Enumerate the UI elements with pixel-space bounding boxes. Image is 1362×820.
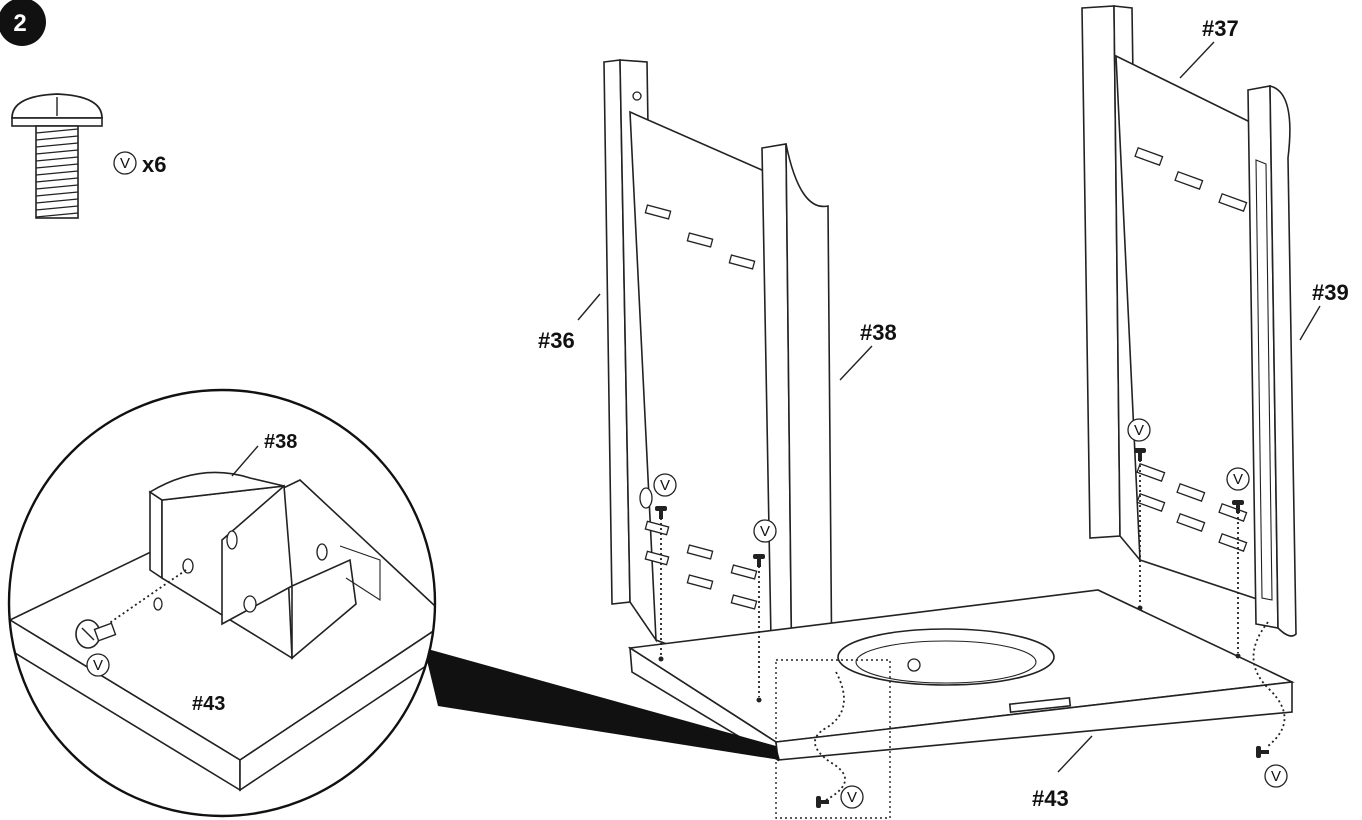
svg-text:V: V: [1134, 422, 1144, 439]
svg-text:V: V: [93, 657, 103, 674]
label-part-36: #36: [538, 293, 601, 353]
detail-magnifier: V #38 #43: [7, 388, 437, 818]
svg-text:V: V: [660, 477, 670, 494]
label-part-39: #39: [1299, 280, 1349, 341]
screw-marker: V: [1226, 467, 1250, 491]
panel-37: [1081, 5, 1261, 602]
panel-39: [1247, 84, 1297, 637]
hardware-callout: V x6: [11, 93, 166, 219]
screw-marker: V: [840, 785, 864, 809]
svg-text:#38: #38: [860, 320, 897, 345]
screw-marker: V: [653, 473, 677, 497]
step-badge: 2: [0, 0, 46, 46]
screw-icon: [11, 93, 103, 219]
svg-text:V: V: [1233, 471, 1243, 488]
screw-paths: [660, 460, 1286, 819]
screw-marker: V: [1264, 764, 1288, 788]
svg-text:#39: #39: [1312, 280, 1349, 305]
svg-text:V: V: [760, 523, 770, 540]
svg-text:#43: #43: [1032, 786, 1069, 811]
svg-text:V: V: [847, 789, 857, 806]
panel-36: [603, 59, 791, 692]
svg-text:#38: #38: [264, 431, 297, 453]
detail-label-part-38: #38: [231, 431, 297, 477]
detail-screw-marker: V: [86, 653, 110, 677]
hardware-code-marker: V: [113, 151, 137, 175]
svg-text:V: V: [1271, 768, 1281, 785]
svg-text:#36: #36: [538, 328, 575, 353]
screw-marker: V: [753, 519, 777, 543]
detail-label-part-43: #43: [192, 693, 225, 715]
svg-text:V: V: [120, 155, 130, 172]
svg-text:#37: #37: [1202, 16, 1239, 41]
base-43: [627, 589, 1295, 762]
screw-glyphs: [655, 448, 1269, 808]
screw-marker: V: [1127, 418, 1151, 442]
detail-screw-icon: [75, 619, 117, 649]
step-number: 2: [13, 10, 26, 37]
hardware-quantity: x6: [142, 152, 166, 177]
detail-connector: [424, 648, 780, 760]
label-part-38: #38: [839, 320, 897, 381]
panel-38: [761, 143, 833, 697]
label-part-37: #37: [1179, 16, 1239, 79]
label-part-43: #43: [1032, 735, 1093, 811]
